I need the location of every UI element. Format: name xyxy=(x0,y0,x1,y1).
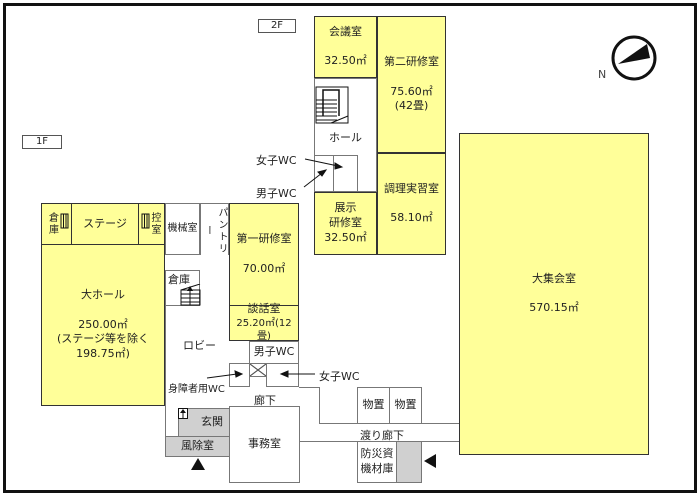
room-area: 32.50㎡ xyxy=(324,54,367,68)
room-name: 会議室 xyxy=(329,24,362,38)
floor-label-2f: 2F xyxy=(258,19,296,33)
wall xyxy=(319,387,320,424)
pantry: パントリー xyxy=(200,203,229,255)
room-note: (42畳) xyxy=(394,99,429,113)
room-souko-stage: 倉庫 xyxy=(41,203,72,245)
wc-m-1f: 男子WC xyxy=(249,341,299,364)
room-area: 58.10㎡ xyxy=(390,211,433,225)
room-monooki-1: 物置 xyxy=(357,387,390,424)
label-wc-m-2f: 男子WC xyxy=(256,187,297,200)
entrance-triangle-icon xyxy=(191,458,205,470)
room-name: 第一研修室 xyxy=(236,232,292,246)
room-daiichi-kenshu: 第一研修室 70.00㎡ xyxy=(229,203,299,306)
wall xyxy=(299,387,319,388)
room-name: 大ホール xyxy=(81,287,125,301)
arrows-icon xyxy=(303,158,344,188)
stairs-icon xyxy=(315,86,349,124)
room-name: 大集会室 xyxy=(532,271,576,285)
plan-frame xyxy=(3,3,697,493)
up-arrow-icon xyxy=(178,408,188,419)
compass-icon: N xyxy=(598,35,657,81)
wc-f-2f xyxy=(333,155,358,192)
room-area: 25.20㎡(12畳) xyxy=(236,317,292,343)
compass-north-label: N xyxy=(598,68,606,81)
room-name: 談話室 xyxy=(247,302,281,316)
stairs-icon xyxy=(180,284,201,306)
label-watari-rouka: 渡り廊下 xyxy=(360,429,404,442)
room-kaigi: 会議室 32.50㎡ xyxy=(314,16,377,78)
room-name: 調理実習室 xyxy=(384,181,439,195)
room-area: 32.50㎡ xyxy=(324,230,367,244)
room-name: ホール xyxy=(329,131,362,144)
room-kikai: 機械室 xyxy=(165,203,200,255)
room-monooki-2: 物置 xyxy=(389,387,422,424)
room-chori: 調理実習室 58.10㎡ xyxy=(377,153,446,255)
bousai-entrance xyxy=(396,441,422,483)
label-wc-f-2f: 女子WC xyxy=(256,154,297,167)
room-bousai: 防災資機材庫 xyxy=(357,441,397,483)
room-jimu: 事務室 xyxy=(229,406,300,483)
label-wc-f-1f: 女子WC xyxy=(319,370,360,383)
wall xyxy=(165,305,166,437)
room-area: 70.00㎡ xyxy=(242,261,286,275)
room-area: 570.15㎡ xyxy=(529,301,579,315)
arrows-icon xyxy=(206,370,315,379)
room-area: 75.60㎡ xyxy=(390,84,433,98)
room-daishukai: 大集会室 570.15㎡ xyxy=(459,133,649,455)
label-wc-hc: 身障者用WC xyxy=(168,384,225,395)
room-name: 第二研修室 xyxy=(384,54,439,68)
label-rouka: 廊下 xyxy=(254,394,276,407)
room-area: 250.00㎡ xyxy=(78,317,128,331)
steps-icon xyxy=(60,213,150,229)
wc-f-1f xyxy=(266,363,299,387)
label-lobby: ロビー xyxy=(183,339,216,352)
floor-label-1f: 1F xyxy=(22,135,62,149)
room-fuujo: 風除室 xyxy=(165,436,230,457)
entrance-triangle-icon xyxy=(424,454,436,468)
room-daini-kenshu: 第二研修室 75.60㎡(42畳) xyxy=(377,16,446,153)
